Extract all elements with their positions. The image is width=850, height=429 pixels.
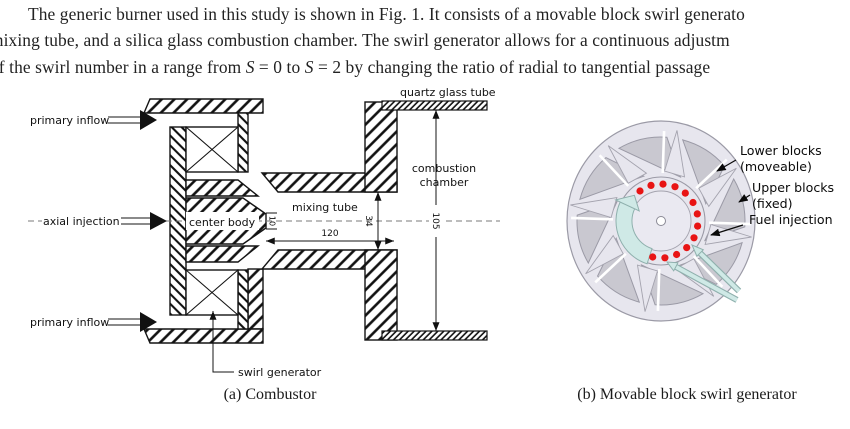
- primary-inflow-arrow-top: [140, 110, 157, 130]
- top-casing-bar: [142, 98, 264, 114]
- lower-blocks-label: (moveable): [740, 159, 812, 174]
- caption-swirl-generator: (b) Movable block swirl generator: [577, 386, 797, 403]
- combustion-chamber-label: combustion: [412, 162, 476, 175]
- fuel-injection-arrow: [710, 224, 744, 237]
- upper-blocks-label: Upper blocks: [752, 180, 834, 195]
- swirl-generator-drawing: Lower blocks (moveable) Upper blocks (fi…: [566, 120, 834, 322]
- quartz-tube-bottom: [381, 330, 488, 341]
- tangential-inflow-arrows: [665, 244, 742, 303]
- primary-inflow-label-top: primary inflow: [30, 114, 109, 127]
- nozzle-wall-bottom: [185, 245, 260, 263]
- lower-strip: [237, 269, 249, 330]
- axial-injection-arrow: [150, 212, 167, 230]
- primary-inflow-arrow-bottom: [140, 312, 157, 332]
- annotation-arrows: [710, 159, 751, 237]
- paragraph-line: mixing tube, and a silica glass combusti…: [0, 30, 730, 51]
- upper-blocks-label: (fixed): [752, 196, 793, 211]
- paragraph-line: of the swirl number in a range from S = …: [0, 56, 711, 77]
- front-plate-bottom: [364, 249, 398, 341]
- combustion-chamber-label: chamber: [420, 176, 469, 189]
- upper-strip: [237, 112, 249, 173]
- fuel-injection-ports: [636, 180, 702, 262]
- swirl-direction-arrow: [614, 194, 653, 265]
- mixing-tube-label: mixing tube: [292, 201, 358, 214]
- swirl-generator-pointer: [209, 311, 234, 373]
- swirl-generator-label: swirl generator: [238, 366, 322, 379]
- dim-105-bg: [429, 205, 443, 237]
- combustor-drawing: center body 10 120 34 105 primary inflow…: [28, 86, 500, 379]
- swirl-generator-figure: Lower blocks (moveable) Upper blocks (fi…: [566, 120, 834, 322]
- dim-tube-diameter: 34: [363, 215, 373, 227]
- upper-blocks-arrow: [738, 194, 751, 203]
- lower-blocks-label: Lower blocks: [740, 143, 822, 158]
- lower-blocks-arrow: [716, 159, 737, 172]
- body-paragraph: The generic burner used in this study is…: [0, 1, 850, 80]
- bottom-corner-block: [247, 268, 264, 330]
- center-hole: [656, 216, 666, 226]
- dim-tip-diameter: 10: [268, 216, 277, 226]
- caption-combustor: (a) Combustor: [223, 386, 317, 403]
- quartz-tube-top: [381, 100, 488, 111]
- primary-inflow-label-bottom: primary inflow: [30, 316, 109, 329]
- bottom-casing-bar: [142, 328, 264, 344]
- center-body-label-bg: [186, 212, 259, 230]
- dim-tube-length: 120: [321, 229, 338, 239]
- nozzle-wall-top: [185, 179, 260, 197]
- axial-injection-label: axial injection: [43, 215, 120, 228]
- center-body-label: center body: [189, 216, 256, 229]
- combustor-figure: center body 10 120 34 105 primary inflow…: [28, 86, 500, 379]
- fuel-injection-label: Fuel injection: [749, 212, 833, 227]
- paragraph-line: The generic burner used in this study is…: [28, 4, 745, 24]
- front-plate-top: [364, 101, 398, 193]
- dim-chamber-diameter: 105: [430, 212, 440, 229]
- quartz-glass-tube-label: quartz glass tube: [400, 86, 496, 99]
